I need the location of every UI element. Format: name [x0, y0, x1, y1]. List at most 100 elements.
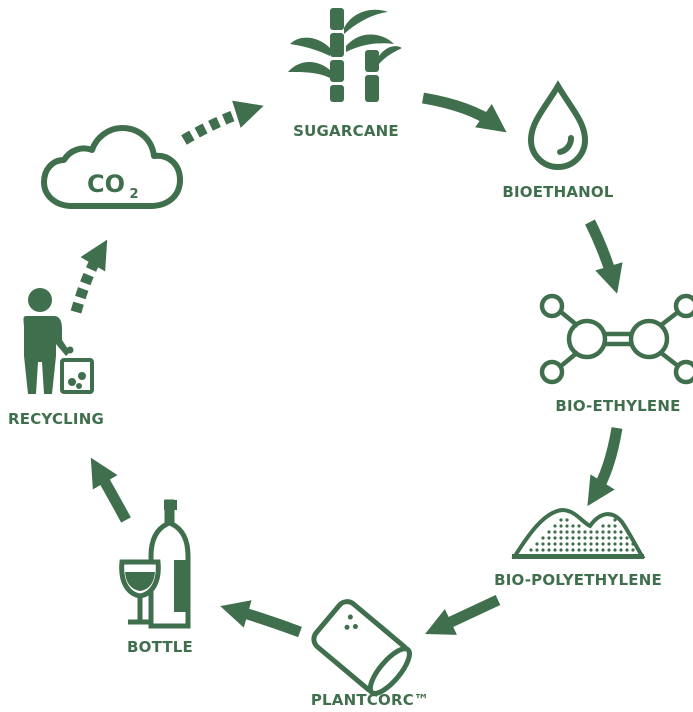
- pellet-dot: [565, 542, 569, 546]
- label-plantcorc: PLANTCORC™: [311, 691, 429, 709]
- pellet-dot: [559, 548, 563, 552]
- pellet-dot: [613, 548, 617, 552]
- pellet-dot: [571, 542, 575, 546]
- pellet-dot: [541, 536, 545, 540]
- co2-cloud-icon: CO 2: [41, 125, 183, 209]
- arrow-bioethanol-to-bio-ethylene: [585, 219, 623, 294]
- cork-stopper-icon: [311, 599, 412, 696]
- pellet-dot: [565, 524, 569, 528]
- pellet-dot: [613, 542, 617, 546]
- pellet-dot: [613, 530, 617, 534]
- pellet-dot: [613, 518, 617, 522]
- pellet-dot: [553, 536, 557, 540]
- pellet-dot: [571, 524, 575, 528]
- pellet-dot: [559, 530, 563, 534]
- bottle-and-glass-icon: [119, 499, 191, 629]
- pellet-dot: [547, 542, 551, 546]
- arrow-bottle-to-recycling: [90, 457, 131, 523]
- arrow-co2-to-sugarcane: [181, 100, 264, 145]
- pellet-dot: [619, 530, 623, 534]
- label-bio-ethylene: BIO-ETHYLENE: [555, 397, 680, 415]
- pellet-dot: [535, 548, 539, 552]
- pellet-dot: [577, 530, 581, 534]
- arrow-sugarcane-to-bioethanol: [422, 92, 507, 133]
- arrow-plantcorc-to-bottle: [220, 600, 302, 638]
- person-recycling-icon: [23, 288, 94, 394]
- pellet-dot: [589, 548, 593, 552]
- pellet-dot: [553, 530, 557, 534]
- pellet-dot: [571, 548, 575, 552]
- pellet-dot: [595, 542, 599, 546]
- pellet-dot: [547, 530, 551, 534]
- pellet-dot: [613, 536, 617, 540]
- arrow-bio-polyethylene-to-plantcorc: [425, 595, 501, 635]
- pellet-dot: [619, 536, 623, 540]
- pellet-dot: [559, 542, 563, 546]
- pellet-dot: [595, 536, 599, 540]
- pellet-dot: [553, 548, 557, 552]
- pellet-dot: [565, 548, 569, 552]
- pellet-dot: [625, 548, 629, 552]
- pellet-dot: [601, 548, 605, 552]
- pellet-dot: [583, 548, 587, 552]
- pellet-dot: [631, 542, 635, 546]
- pellet-dot: [547, 536, 551, 540]
- label-sugarcane: SUGARCANE: [293, 122, 399, 140]
- pellet-dot: [559, 536, 563, 540]
- pellet-dot: [607, 530, 611, 534]
- sugarcane-icon: [288, 8, 402, 102]
- pellet-dot: [541, 548, 545, 552]
- pellet-dot: [553, 524, 557, 528]
- pellet-dot: [625, 542, 629, 546]
- pellet-dot: [607, 548, 611, 552]
- pellet-dot: [595, 548, 599, 552]
- pellet-dot: [601, 542, 605, 546]
- pellet-dot: [571, 536, 575, 540]
- pellet-dot: [589, 530, 593, 534]
- pellet-dot: [541, 542, 545, 546]
- pellet-dot: [625, 536, 629, 540]
- arrow-bio-ethylene-to-bio-polyethylene: [587, 427, 623, 507]
- pellet-dot: [595, 530, 599, 534]
- pellet-dot: [583, 530, 587, 534]
- pellet-dot: [565, 536, 569, 540]
- pellet-dot: [577, 536, 581, 540]
- pellet-dot: [607, 524, 611, 528]
- pellet-dot: [613, 524, 617, 528]
- pellet-dot: [577, 548, 581, 552]
- pellet-dot: [577, 524, 581, 528]
- pellet-dot: [607, 536, 611, 540]
- label-bio-polyethylene: BIO-POLYETHYLENE: [494, 571, 662, 589]
- pellet-dot: [601, 536, 605, 540]
- pellet-dot: [559, 518, 563, 522]
- pellet-dot: [601, 524, 605, 528]
- label-bottle: BOTTLE: [127, 638, 193, 656]
- pellet-dot: [529, 548, 533, 552]
- pellet-dot: [565, 530, 569, 534]
- co2-text: CO: [87, 170, 125, 198]
- pellet-dot: [583, 536, 587, 540]
- droplet-icon: [527, 80, 589, 170]
- pellet-dot: [631, 548, 635, 552]
- pellet-dot: [619, 542, 623, 546]
- pellet-dot: [619, 548, 623, 552]
- co2-subscript: 2: [129, 187, 138, 202]
- pellet-dot: [553, 542, 557, 546]
- molecule-icon: [539, 293, 693, 385]
- pellet-dot: [565, 518, 569, 522]
- pellet-dot: [577, 542, 581, 546]
- label-recycling: RECYCLING: [8, 410, 104, 428]
- pellet-dot: [589, 542, 593, 546]
- pellet-dot: [571, 530, 575, 534]
- pellet-dot: [607, 542, 611, 546]
- pellet-pile-icon: [511, 507, 646, 559]
- pellet-dot: [589, 536, 593, 540]
- pellet-dot: [583, 542, 587, 546]
- pellet-dot: [559, 524, 563, 528]
- pellet-dot: [601, 530, 605, 534]
- label-bioethanol: BIOETHANOL: [502, 183, 614, 201]
- pellet-dot: [535, 542, 539, 546]
- pellet-dot: [547, 548, 551, 552]
- arrow-recycling-to-co2: [70, 239, 108, 314]
